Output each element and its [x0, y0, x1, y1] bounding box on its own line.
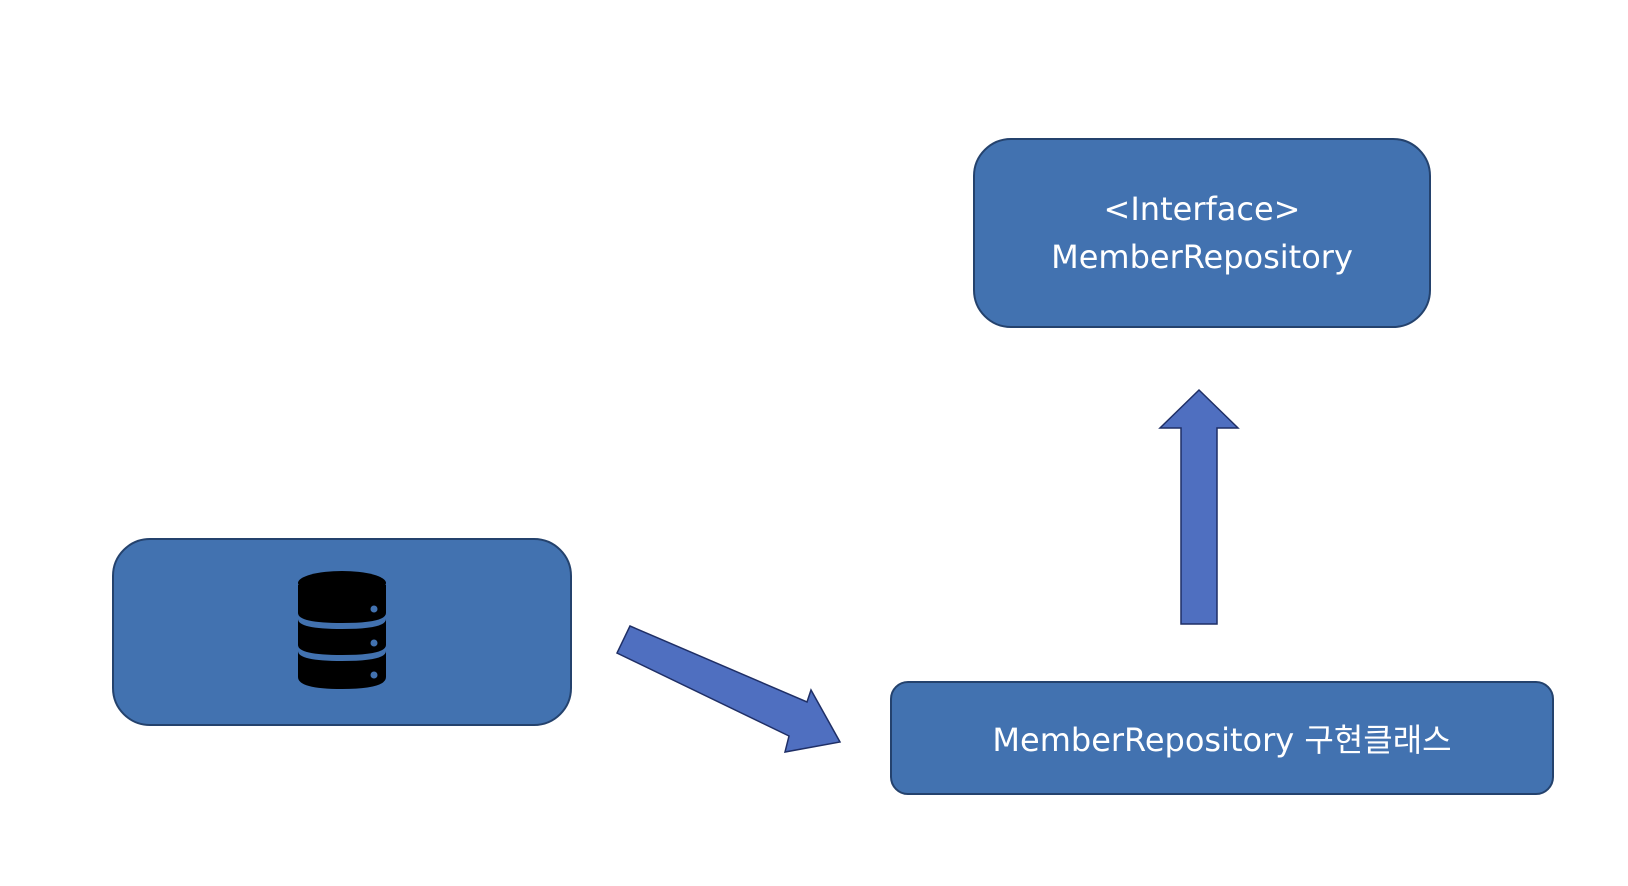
arrow-db-to-impl: [615, 625, 842, 753]
interface-name-label: MemberRepository: [1051, 238, 1353, 276]
database-icon: [298, 571, 386, 689]
implementation-class-box: MemberRepository 구현클래스: [890, 681, 1554, 795]
arrow-impl-to-interface: [1158, 388, 1240, 625]
implementation-class-label: MemberRepository 구현클래스: [992, 721, 1452, 759]
interface-stereotype-label: <Interface>: [1103, 190, 1301, 228]
database-box: [112, 538, 572, 726]
interface-box: <Interface> MemberRepository: [973, 138, 1431, 328]
